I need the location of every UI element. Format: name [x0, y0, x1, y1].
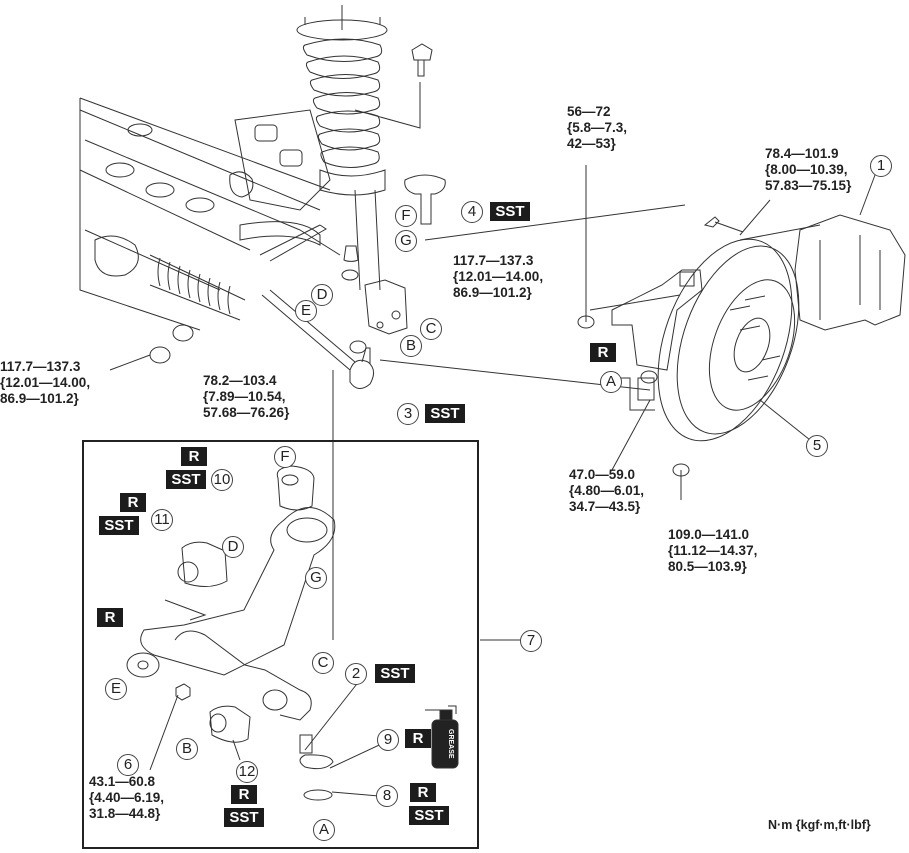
callout-12: 12	[236, 761, 258, 783]
grease-can-label: GREASE	[447, 729, 454, 759]
brake-disc	[657, 238, 811, 442]
callout-F-inset: F	[274, 446, 296, 468]
callout-5: 5	[806, 435, 828, 457]
r-badge-washer-E: R	[97, 608, 123, 627]
lower-arm-inset-art	[126, 465, 391, 801]
r-badge-cotter-pin: R	[590, 343, 616, 362]
torque-spec-caliper-bracket-bolt-nut: 56—72 {5.8—7.3, 42—53}	[567, 104, 628, 151]
sst-badge-8: SST	[409, 806, 449, 825]
shock-absorber-coil-spring	[296, 5, 388, 291]
sst-badge-2: SST	[375, 664, 415, 683]
callout-9: 9	[377, 729, 399, 751]
callout-A-inset: A	[313, 819, 335, 841]
callout-7: 7	[520, 630, 542, 652]
callout-E-inset: E	[105, 678, 127, 700]
callout-1: 1	[870, 155, 892, 177]
steering-knuckle	[589, 269, 703, 401]
lower-arm-component-inset	[82, 440, 479, 849]
callout-G-inset: G	[305, 567, 327, 589]
r-badge-10: R	[181, 447, 207, 466]
callout-C-inset: C	[312, 652, 334, 674]
shock-lower-bracket	[299, 229, 408, 335]
torque-units-note: N·m {kgf·m,ft·lbf}	[768, 818, 871, 832]
callout-C-bracket: C	[420, 318, 442, 340]
sst-badge-10: SST	[166, 470, 206, 489]
sst-badge-12: SST	[224, 808, 264, 827]
r-badge-9: R	[405, 729, 431, 748]
callout-A-knuckle: A	[600, 371, 622, 393]
r-badge-8: R	[410, 783, 436, 802]
torque-spec-lower-arm-rear-nut: 117.7—137.3 {12.01—14.00, 86.9—101.2}	[0, 359, 91, 406]
torque-spec-ball-joint-nut: 117.7—137.3 {12.01—14.00, 86.9—101.2}	[453, 253, 544, 300]
callout-6: 6	[117, 754, 139, 776]
sst-badge-4: SST	[490, 202, 530, 221]
callout-2: 2	[345, 663, 367, 685]
callout-11: 11	[151, 509, 173, 531]
callout-B-inset: B	[176, 738, 198, 760]
torque-spec-knuckle-ball-joint-nut: 47.0—59.0 {4.80—6.01, 34.7—43.5}	[569, 467, 645, 514]
callout-4: 4	[461, 201, 483, 223]
r-badge-11: R	[120, 493, 146, 512]
callout-G-strut: G	[395, 230, 417, 252]
nuts	[109, 165, 771, 477]
callout-D-frame: D	[311, 284, 333, 306]
torque-spec-lower-arm-front-nut: 43.1—60.8 {4.40—6.19, 31.8—44.8}	[89, 774, 165, 821]
torque-spec-caliper-bolt: 78.4—101.9 {8.00—10.39, 57.83—75.15}	[765, 146, 852, 193]
sst-badge-11: SST	[99, 516, 139, 535]
strut-bolt	[354, 43, 433, 129]
callout-D-inset: D	[222, 536, 244, 558]
steering-gear-boot	[149, 221, 327, 321]
front-crossmember	[79, 97, 331, 331]
torque-spec-tie-rod-nut: 78.2—103.4 {7.89—10.54, 57.68—76.26}	[203, 373, 290, 420]
sst-badge-3: SST	[425, 404, 465, 423]
brake-caliper	[703, 174, 906, 331]
callout-8: 8	[376, 785, 398, 807]
callout-E-frame: E	[295, 300, 317, 322]
callout-B-bracket: B	[400, 335, 422, 357]
grease-can-art	[425, 705, 459, 769]
r-badge-12: R	[231, 785, 257, 804]
callout-10: 10	[211, 469, 233, 491]
callout-F-strut: F	[395, 205, 417, 227]
upper-ball-joint	[404, 174, 686, 241]
callout-3: 3	[397, 403, 419, 425]
torque-spec-hub-nut: 109.0—141.0 {11.12—14.37, 80.5—103.9}	[668, 527, 758, 574]
